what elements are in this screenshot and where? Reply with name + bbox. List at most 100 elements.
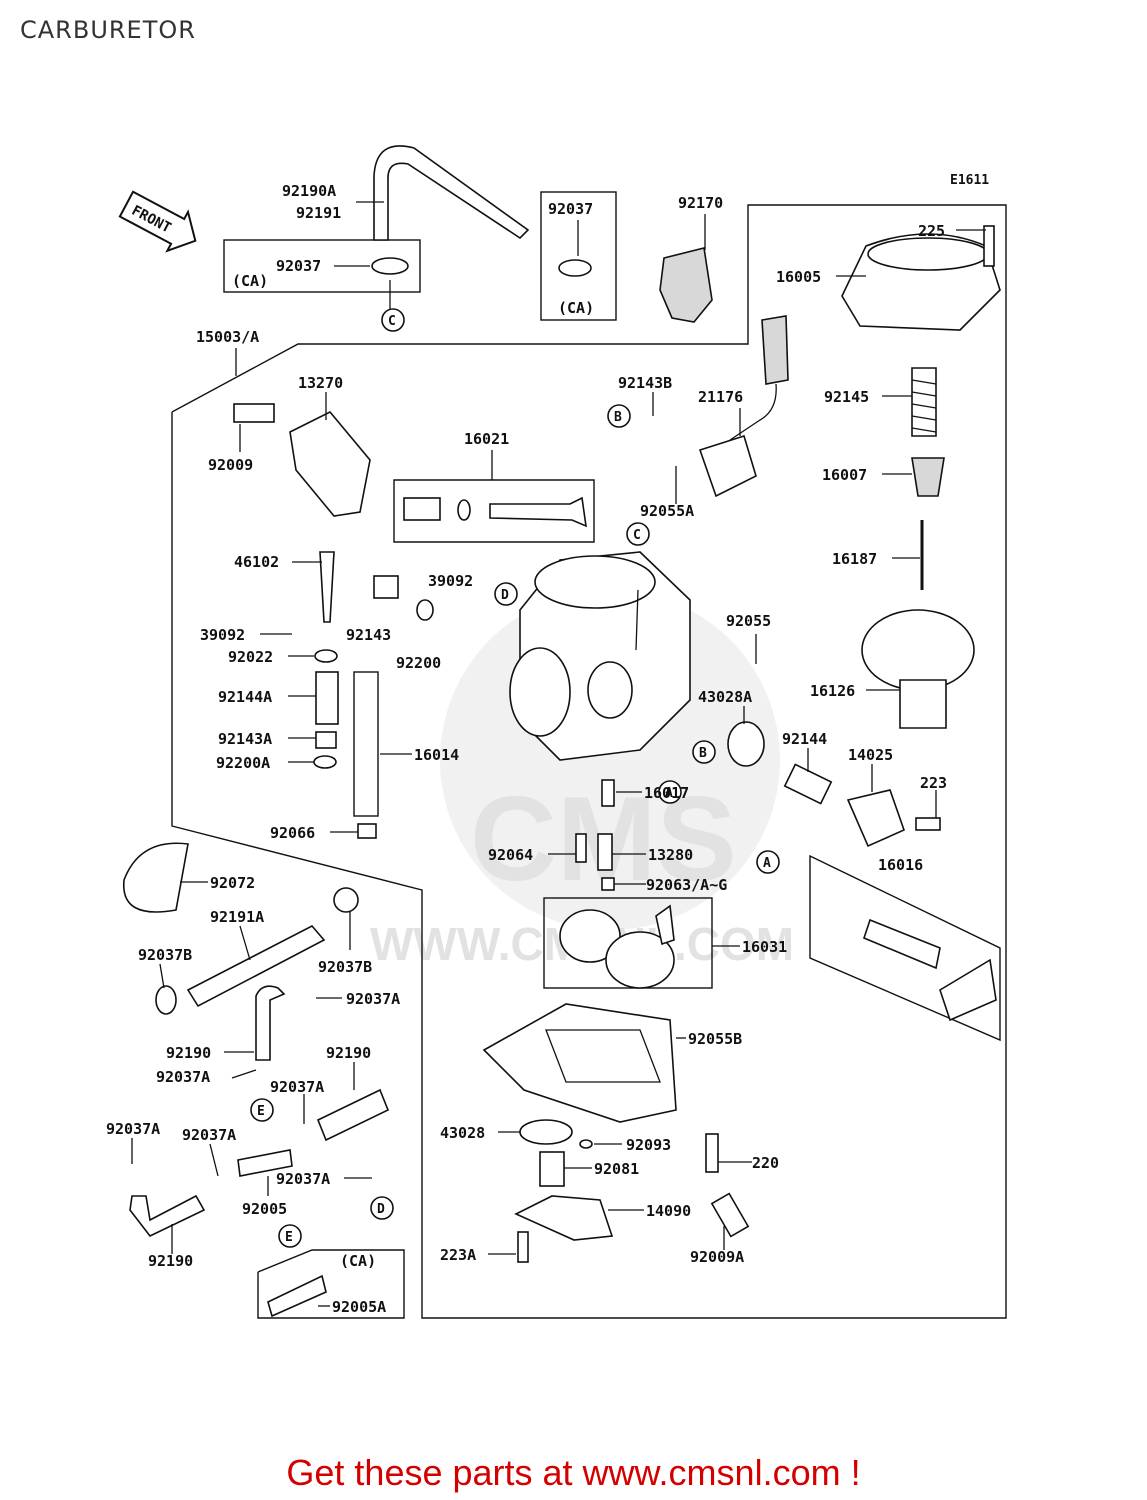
jet-16017: [601, 779, 615, 807]
label-92190-c: 92190: [148, 1252, 193, 1270]
svg-text:A: A: [665, 786, 673, 801]
hose-92191A: [186, 924, 326, 1008]
washer-92200: [416, 599, 434, 621]
label-92009A: 92009A: [690, 1248, 744, 1266]
box-16016: [809, 854, 1001, 1042]
ref-markers: B C D B A A E D E: [250, 404, 780, 1248]
svg-text:B: B: [699, 746, 707, 761]
label-92190-b: 92190: [326, 1044, 371, 1062]
plunger-16021: [489, 496, 587, 528]
label-92037A-e: 92037A: [182, 1126, 236, 1144]
label-92081: 92081: [594, 1160, 639, 1178]
ca-box-right: [540, 191, 617, 321]
choke-lever-13270: [289, 411, 371, 517]
label-16007: 16007: [822, 466, 867, 484]
label-16005: 16005: [776, 268, 821, 286]
label-16016: 16016: [878, 856, 923, 874]
svg-text:C: C: [633, 528, 641, 543]
label-92055: 92055: [726, 612, 771, 630]
label-46102: 46102: [234, 553, 279, 571]
svg-text:D: D: [501, 588, 509, 603]
label-92055A: 92055A: [640, 502, 694, 520]
label-ca-3: (CA): [340, 1252, 376, 1270]
label-92037-left: 92037: [276, 257, 321, 275]
label-92143: 92143: [346, 626, 391, 644]
cover-14025: [846, 789, 905, 848]
jet-92064: [575, 833, 587, 863]
label-92191: 92191: [296, 204, 341, 222]
spring-92144A: [315, 671, 339, 725]
label-92066: 92066: [270, 824, 315, 842]
cap-92143: [373, 575, 399, 599]
box-16014: [353, 671, 379, 817]
band-92072: [123, 842, 189, 913]
plunger-box-16021: [393, 479, 595, 543]
svg-text:D: D: [377, 1202, 385, 1217]
label-21176: 21176: [698, 388, 743, 406]
label-92145: 92145: [824, 388, 869, 406]
spring-16021: [403, 497, 441, 521]
label-92093: 92093: [626, 1136, 671, 1154]
diaphragm-16126: [861, 609, 975, 691]
label-92009: 92009: [208, 456, 253, 474]
washer-92022: [314, 649, 338, 663]
float-bowl: [482, 1003, 677, 1123]
label-92200: 92200: [396, 654, 441, 672]
label-92037A-a: 92037A: [346, 990, 400, 1008]
washer-92200A: [313, 755, 337, 769]
hose-92190-b: [316, 1088, 390, 1142]
label-92037-top: 92037: [548, 200, 593, 218]
label-92063: 92063/A~G: [646, 876, 727, 894]
footer-link[interactable]: Get these parts at www.cmsnl.com !: [286, 1452, 861, 1493]
needle-jet-13280: [597, 833, 613, 871]
label-39092-a: 39092: [200, 626, 245, 644]
svg-text:E: E: [285, 1230, 293, 1245]
joint-92005A: [267, 1274, 327, 1318]
carburetor-body: [509, 551, 691, 761]
label-92064: 92064: [488, 846, 533, 864]
label-92143B: 92143B: [618, 374, 672, 392]
label-92037B-b: 92037B: [318, 958, 372, 976]
label-92144: 92144: [782, 730, 827, 748]
bolt-92009: [233, 403, 275, 423]
label-92037B-a: 92037B: [138, 946, 192, 964]
diaphragm-43028: [519, 1119, 573, 1145]
screw-92009A: [710, 1192, 750, 1238]
label-225: 225: [918, 222, 945, 240]
label-92055B: 92055B: [688, 1030, 742, 1048]
carburetor-exploded-diagram: CMS WWW.CMSNL.COM E1611 FRONT C: [106, 145, 1007, 1319]
spring-92081: [539, 1151, 565, 1187]
spring-92144: [783, 763, 833, 805]
label-43028A: 43028A: [698, 688, 752, 706]
svg-text:A: A: [763, 856, 771, 871]
screw-223: [915, 817, 941, 831]
svg-text:B: B: [614, 410, 622, 425]
label-43028: 43028: [440, 1124, 485, 1142]
label-92072: 92072: [210, 874, 255, 892]
screw-223A: [517, 1231, 529, 1263]
float-16031: [559, 909, 621, 963]
hose-92190-c: [129, 1194, 206, 1238]
label-16021: 16021: [464, 430, 509, 448]
throttle-sensor-connector: [761, 315, 789, 385]
label-ca-1: (CA): [232, 272, 268, 290]
clamp-92037B-a: [155, 985, 177, 1015]
hose-92190-a: [255, 985, 286, 1061]
nut-92066: [357, 823, 377, 839]
clamp-92170: [659, 247, 713, 323]
needle-holder-16007: [911, 457, 945, 497]
ca-box-left: [223, 239, 421, 293]
label-92170: 92170: [678, 194, 723, 212]
diaphragm-43028A: [727, 721, 765, 767]
pilot-screw-16016: [863, 918, 941, 970]
oring-92093: [579, 1139, 593, 1149]
label-14025: 14025: [848, 746, 893, 764]
label-92143A: 92143A: [218, 730, 272, 748]
label-92037A-f: 92037A: [276, 1170, 330, 1188]
label-92037A-d: 92037A: [106, 1120, 160, 1138]
label-92190-a: 92190: [166, 1044, 211, 1062]
label-223: 223: [920, 774, 947, 792]
leader-lines: [131, 201, 986, 1307]
spring-92145: [911, 367, 937, 437]
label-13280: 13280: [648, 846, 693, 864]
